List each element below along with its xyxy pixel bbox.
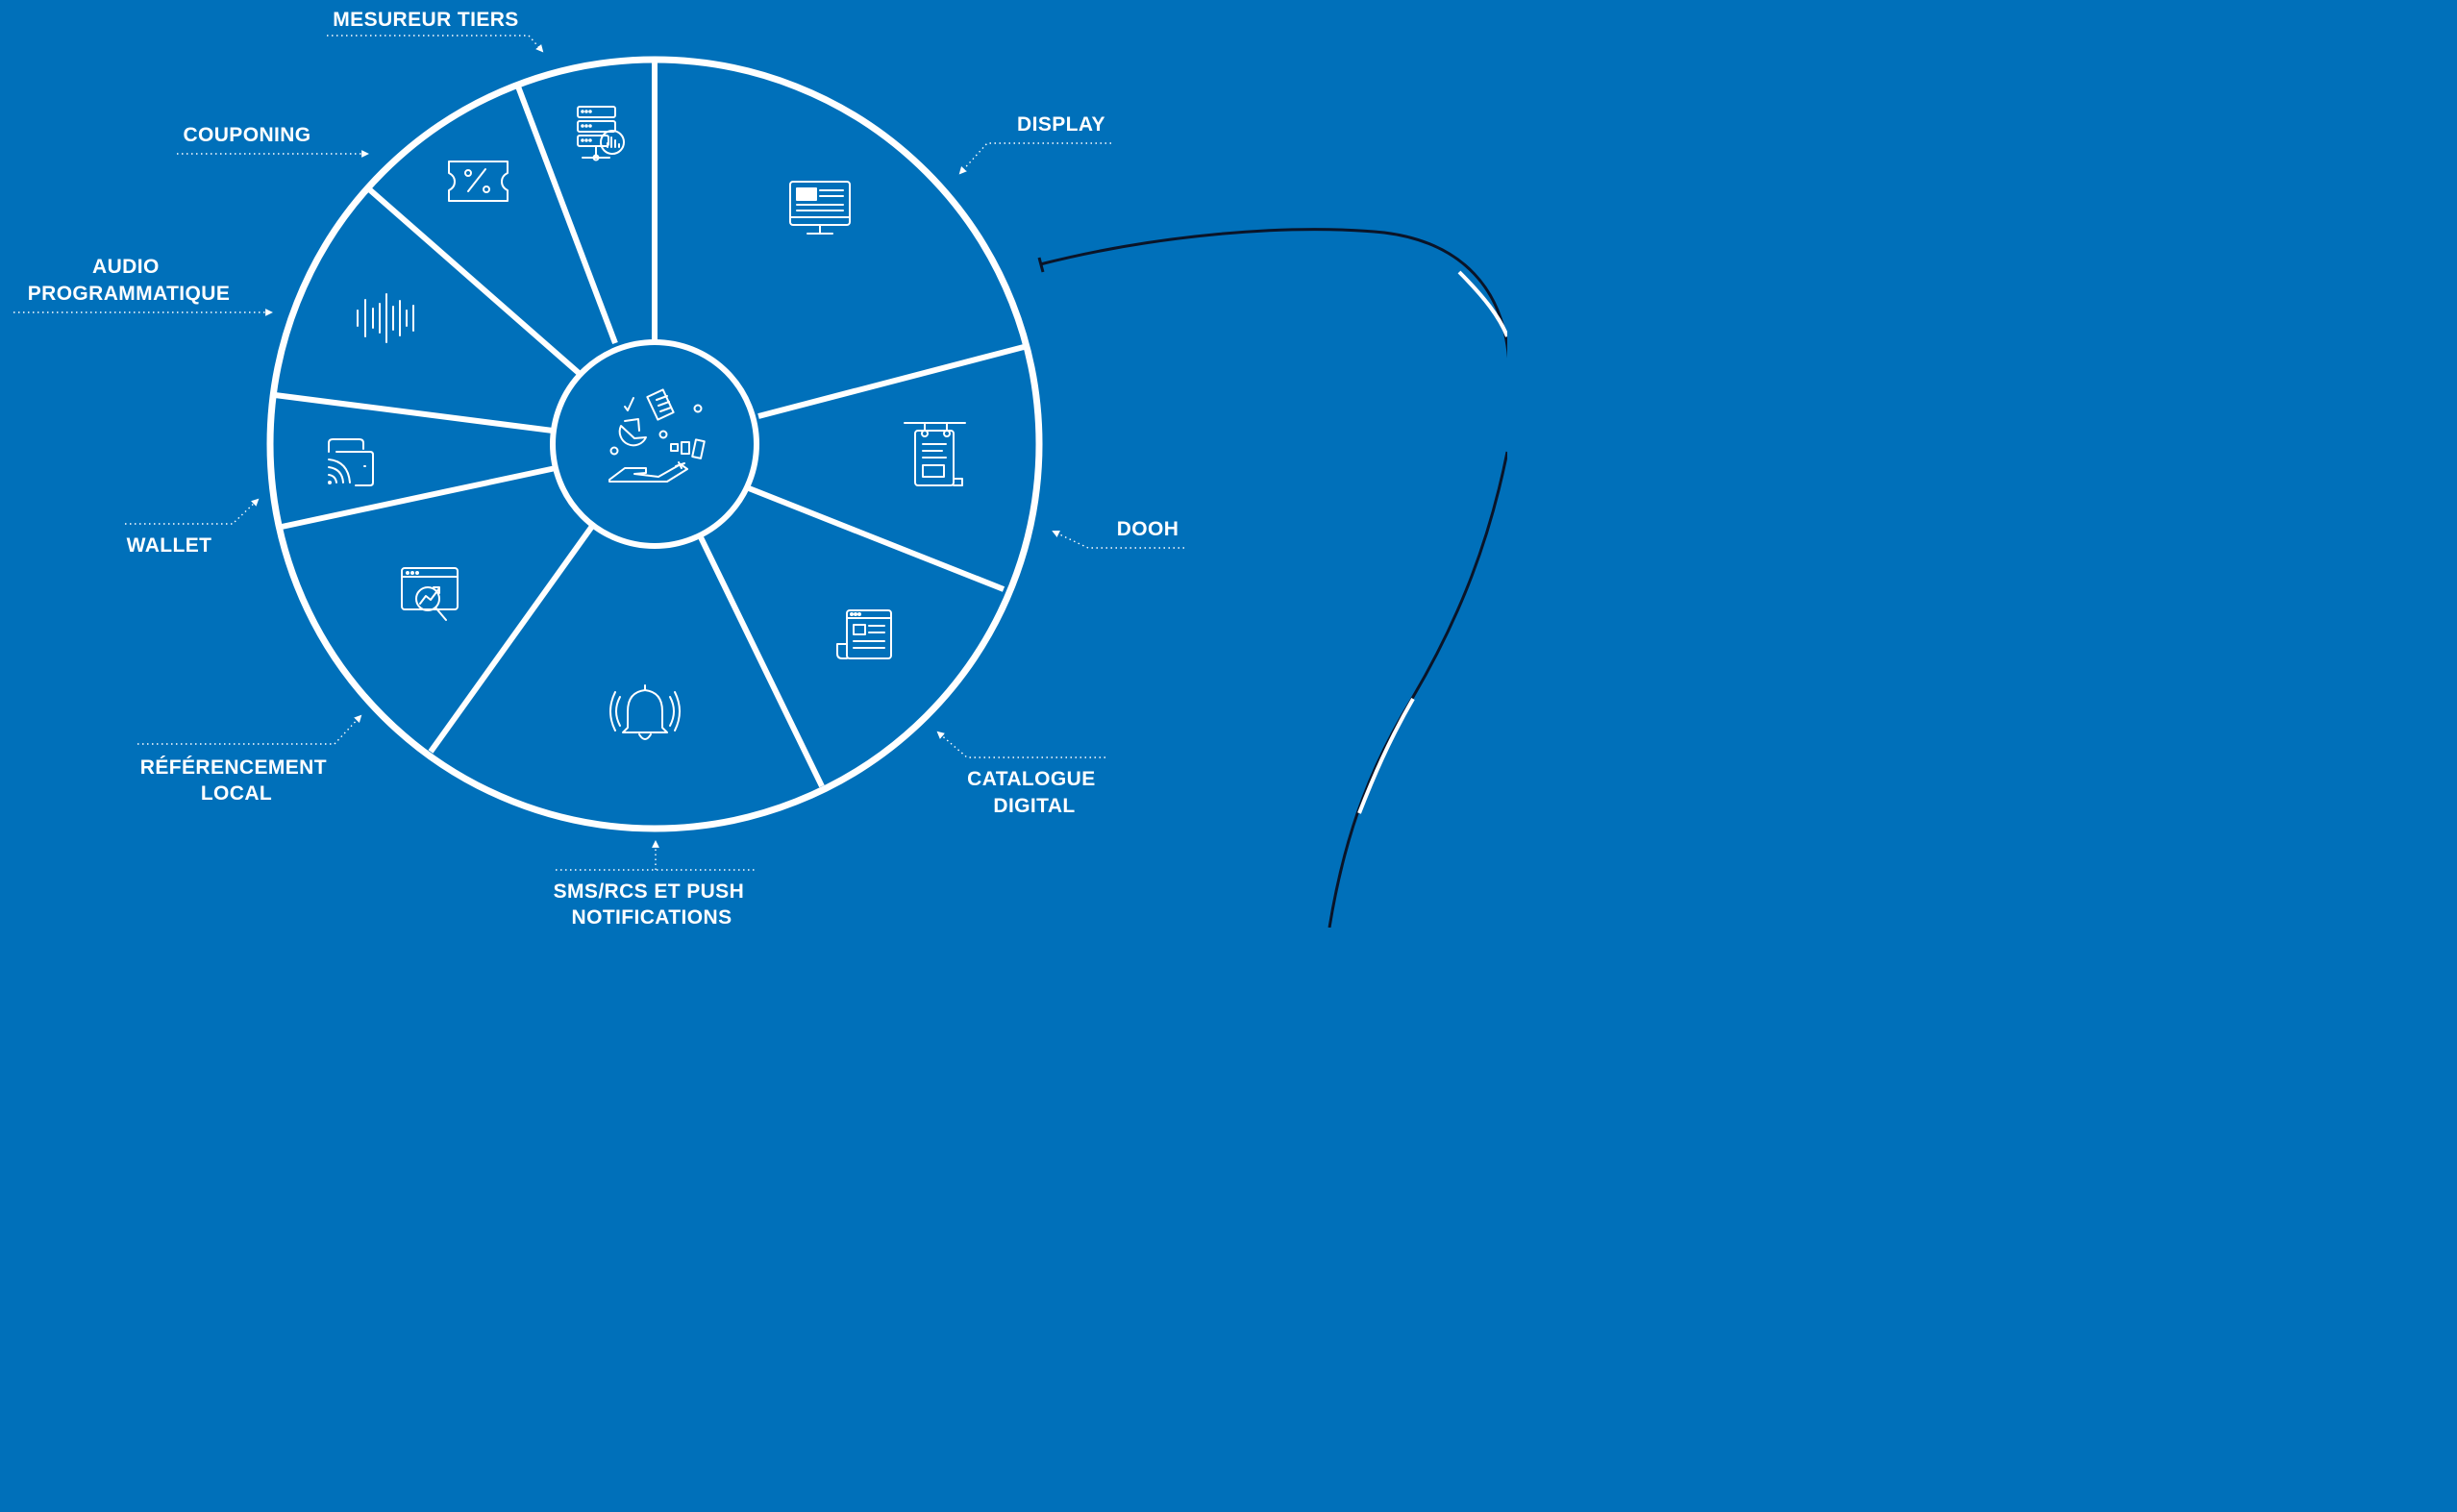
- hub-circle: [550, 339, 759, 549]
- label-dooh: DOOH: [1117, 518, 1179, 540]
- label-couponing: COUPONING: [183, 124, 310, 146]
- decorative-curve-lower: [1328, 451, 1507, 928]
- server-stats-icon: [577, 106, 625, 161]
- label-mesureur-tiers: MESUREUR TIERS: [333, 9, 518, 31]
- label-referencement-local: RÉFÉRENCEMENT LOCAL: [140, 756, 333, 805]
- leader-referencement-local: [137, 714, 362, 745]
- diagram-canvas: MESUREUR TIERS DISPLAY COUPONING AUDIO P…: [0, 0, 1507, 928]
- label-sms-rcs-push: SMS/RCS ET PUSH NOTIFICATIONS: [554, 880, 751, 928]
- curve-highlight-2: [1357, 697, 1415, 814]
- leader-mesureur-tiers: [327, 35, 544, 53]
- leader-display: [958, 142, 1111, 175]
- divider-8: [366, 186, 581, 376]
- divider-2: [757, 344, 1025, 419]
- divider-7: [274, 392, 554, 434]
- hand-holding-analytics-icon: [608, 388, 706, 483]
- hanging-signboard-icon: [904, 422, 966, 486]
- sound-wave-icon: [357, 293, 414, 343]
- divider-4: [698, 535, 825, 788]
- label-display: DISPLAY: [1017, 113, 1105, 136]
- divider-5: [428, 523, 596, 754]
- leader-wallet: [125, 498, 260, 525]
- decorative-curve: [1039, 228, 1507, 360]
- contactless-wallet-icon: [328, 438, 374, 486]
- label-audio-programmatique: AUDIO PROGRAMMATIQUE: [28, 256, 231, 305]
- leader-catalogue-digital: [936, 731, 1105, 758]
- catalog-page-icon: [836, 609, 892, 659]
- curve-end-tick: [1037, 257, 1045, 273]
- label-wallet: WALLET: [127, 534, 212, 557]
- analytics-search-icon: [401, 567, 459, 621]
- divider-3: [747, 485, 1005, 592]
- curve-highlight-1: [1457, 270, 1507, 337]
- leader-dooh: [1052, 530, 1184, 549]
- divider-9: [515, 85, 618, 345]
- wheel-diagram: MESUREUR TIERS DISPLAY COUPONING AUDIO P…: [13, 9, 1507, 928]
- label-catalogue-digital: CATALOGUE DIGITAL: [967, 768, 1102, 817]
- bell-icon: [609, 684, 681, 740]
- leader-sms-rcs-push: [556, 842, 756, 871]
- monitor-icon: [789, 181, 851, 235]
- percent-ticket-icon: [448, 161, 509, 202]
- divider-6: [281, 465, 557, 530]
- wheel: [266, 56, 1043, 832]
